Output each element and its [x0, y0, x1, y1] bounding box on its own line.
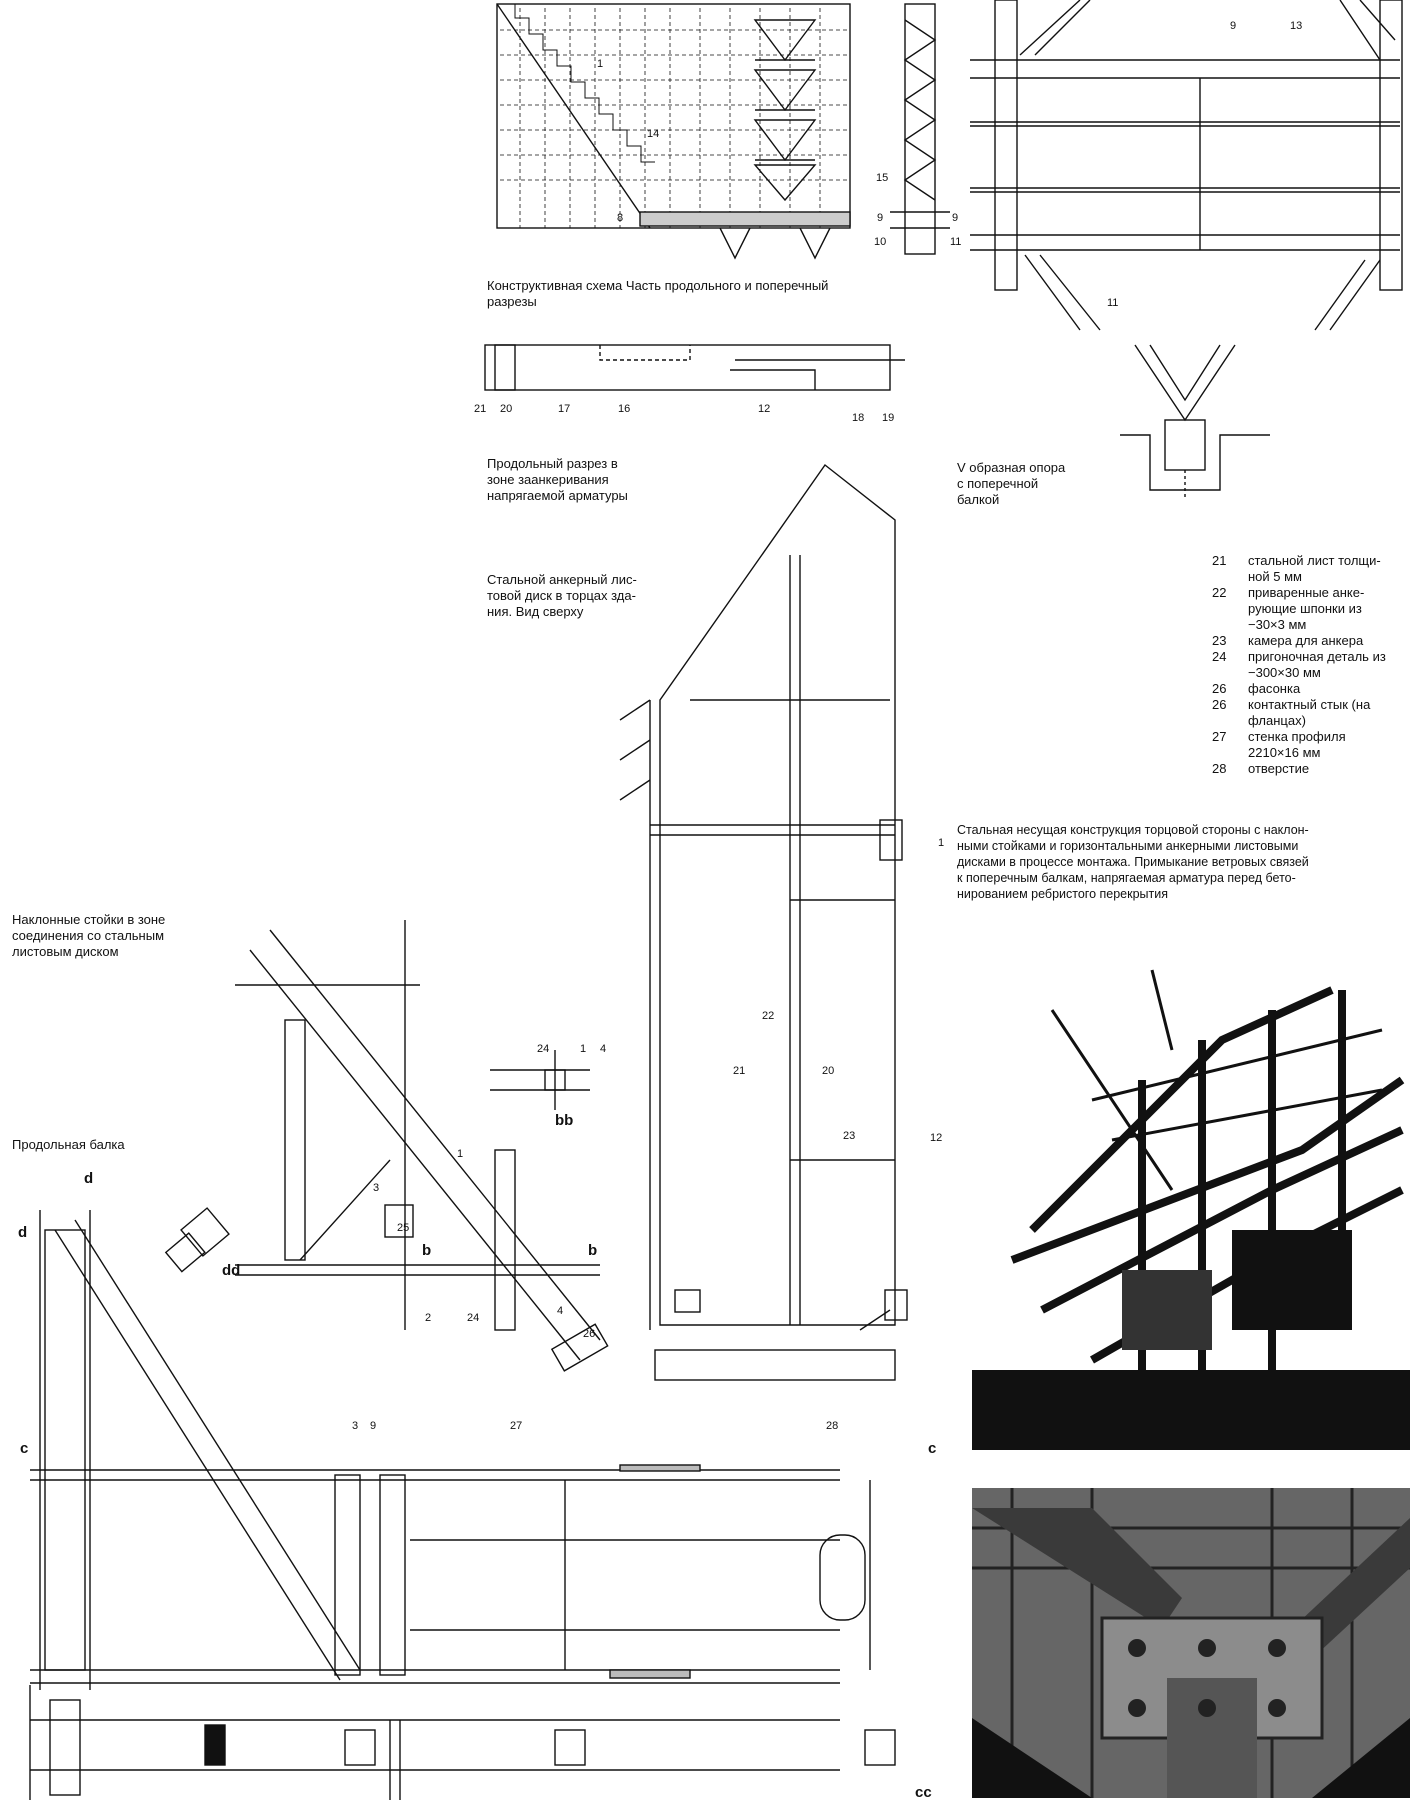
label-17: 17	[558, 403, 571, 415]
construction-photo-bottom	[972, 1488, 1410, 1798]
label-2: 2	[425, 1312, 432, 1324]
anchor-disc-plan-drawing	[619, 463, 908, 1381]
label-9d: 9	[370, 1420, 377, 1432]
section-mark-dd: dd	[222, 1262, 241, 1279]
label-3b: 3	[352, 1420, 359, 1432]
label-20b: 20	[822, 1065, 835, 1077]
label-21b: 21	[733, 1065, 746, 1077]
label-28: 28	[826, 1420, 839, 1432]
section-mark-b-left: b	[422, 1242, 432, 1259]
label-23: 23	[843, 1130, 856, 1142]
label-8: 8	[617, 212, 624, 224]
label-24b: 24	[467, 1312, 480, 1324]
label-13: 13	[1290, 20, 1303, 32]
label-11: 11	[950, 236, 962, 248]
v-support-drawing	[1120, 344, 1270, 500]
label-9: 9	[877, 212, 884, 224]
label-19: 19	[882, 412, 895, 424]
label-27: 27	[510, 1420, 523, 1432]
caption-structural-scheme: Конструктивная схема Часть продольного и…	[487, 278, 829, 309]
section-mark-c-right: c	[928, 1440, 937, 1457]
caption-photo: Стальная несущая конструкция торцовой ст…	[957, 823, 1309, 901]
label-14: 14	[647, 128, 660, 140]
bb-detail-drawing	[490, 1050, 590, 1110]
label-4b: 4	[557, 1305, 564, 1317]
inclined-posts-drawing	[235, 920, 609, 1372]
label-21: 21	[474, 403, 487, 415]
label-1c: 1	[580, 1043, 587, 1055]
label-9b: 9	[952, 212, 959, 224]
label-1d: 1	[457, 1148, 464, 1160]
section-mark-d-right: d	[84, 1170, 94, 1187]
label-11c: 11	[1107, 297, 1119, 309]
caption-v-support: V образная опора с поперечной балкой	[957, 460, 1066, 507]
label-9c: 9	[1230, 20, 1237, 32]
construction-photo-top	[972, 930, 1410, 1450]
dd-detail-drawing	[164, 1207, 230, 1273]
label-1b: 1	[938, 837, 945, 849]
label-15: 15	[876, 172, 889, 184]
label-3: 3	[373, 1182, 380, 1194]
label-4: 4	[600, 1043, 607, 1055]
longitudinal-beam-drawing	[29, 1210, 896, 1800]
caption-anchor-disc: Стальной анкерный лис- товой диск в торц…	[487, 572, 637, 619]
caption-inclined-posts: Наклонные стойки в зоне соединения со ст…	[12, 912, 166, 959]
label-25: 25	[397, 1222, 410, 1234]
caption-longitudinal-beam: Продольная балка	[12, 1137, 125, 1152]
label-16: 16	[618, 403, 631, 415]
label-10: 10	[874, 236, 887, 248]
label-12b: 12	[930, 1132, 943, 1144]
label-1: 1	[597, 58, 604, 70]
label-24: 24	[537, 1043, 550, 1055]
transverse-section-drawing	[970, 0, 1403, 331]
label-18: 18	[852, 412, 865, 424]
structural-scheme-drawing	[496, 3, 950, 260]
caption-anchor-zone: Продольный разрез в зоне заанкеривания н…	[487, 456, 628, 503]
section-mark-b-right: b	[588, 1242, 598, 1259]
section-mark-c-left: c	[20, 1440, 29, 1457]
section-mark-d-left: d	[18, 1224, 28, 1241]
label-22: 22	[762, 1010, 775, 1022]
anchor-zone-section-drawing	[484, 344, 905, 391]
section-mark-bb: bb	[555, 1112, 574, 1129]
label-26: 26	[583, 1328, 596, 1340]
section-mark-cc: cc	[915, 1784, 932, 1801]
label-12: 12	[758, 403, 771, 415]
label-20: 20	[500, 403, 513, 415]
